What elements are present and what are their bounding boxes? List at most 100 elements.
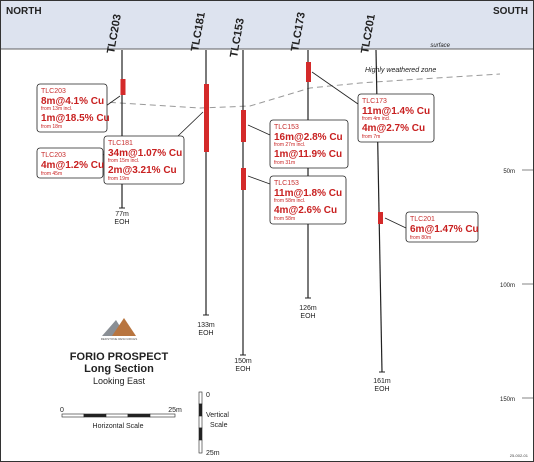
callout-tlc201: TLC201 6m@1.47% Cu from 80m [405,211,479,243]
eoh-label: EOH [300,313,315,320]
hscale-segment [61,413,85,418]
figure-reference: 25-002-01 [510,453,529,458]
vscale-segment [198,415,203,429]
callout-box [357,93,435,143]
callout-tlc181: TLC181 34m@1.07% Cu from 15m incl. 2m@3.… [103,135,185,185]
hscale-title: Horizontal Scale [93,423,144,430]
vertical-scale: 0 Vertical Scale 25m [198,391,229,457]
weathered-zone-label: Highly weathered zone [365,67,436,74]
end-depth-label: 150m [234,358,252,365]
vscale-title-2: Scale [210,422,228,429]
weathered-zone-boundary [39,73,501,109]
depth-axis: 50m 100m 150m [500,169,533,403]
title-line-2: Long Section [84,363,154,375]
callout-hole-id: TLC153 [274,124,299,131]
intercept-bar [378,212,383,224]
title-line-3: Looking East [93,376,146,386]
intercept-text: 4m@2.7% Cu [362,123,425,134]
intercept-from-text: from 58m incl. [274,198,305,204]
callout-hole-id: TLC181 [108,140,133,147]
intercept-from-text: from 58m [274,216,295,222]
drill-hole-tlc153: TLC153 150m EOH [228,17,252,373]
intercept-from-text: from 19m [108,176,129,182]
title-line-1: FORIO PROSPECT [70,351,169,363]
callout-tlc203-upper: TLC203 8m@4.1% Cu from 13m incl. 1m@18.5… [36,83,110,133]
hscale-segment [127,413,151,418]
intercept-from-text: from 18m [41,124,62,130]
company-logo: REDSTONE RESOURCES [101,318,137,341]
depth-tick-label: 50m [503,169,515,175]
intercept-text: 1m@11.9% Cu [274,149,342,160]
leader-line [247,175,271,185]
intercept-bar [120,79,126,95]
hscale-segment [149,413,176,418]
intercept-text: 8m@4.1% Cu [41,96,104,107]
horizontal-scale: 0 25m Horizontal Scale [60,407,182,430]
leader-line [177,111,204,137]
north-label: NORTH [6,6,42,17]
intercept-text: 34m@1.07% Cu [108,148,182,159]
depth-tick-label: 150m [500,397,515,403]
eoh-label: EOH [374,386,389,393]
hscale-start-label: 0 [60,407,64,414]
intercept-bar [306,62,311,82]
south-label: SOUTH [493,6,528,17]
vscale-end-label: 25m [206,450,220,457]
intercept-bar [204,84,209,152]
intercept-from-text: from 13m incl. [41,106,72,112]
leader-line [247,124,271,136]
intercept-text: 4m@2.6% Cu [274,205,337,216]
surface-label: surface [430,43,450,49]
vscale-start-label: 0 [206,392,210,399]
vscale-segment [198,391,203,405]
depth-tick-label: 100m [500,283,515,289]
intercept-text: 11m@1.8% Cu [274,188,342,199]
sky-band [1,1,533,49]
intercept-from-text: from 31m [274,160,295,166]
callout-box [405,211,479,243]
hscale-segment [83,413,107,418]
eoh-label: EOH [114,219,129,226]
hscale-segment [105,413,129,418]
callout-hole-id: TLC203 [41,152,66,159]
callout-box [36,147,104,179]
logo-mountain-right [112,318,136,336]
vscale-segment [198,403,203,417]
intercept-from-text: from 45m [41,171,62,177]
callout-box [103,135,185,185]
drill-hole-tlc181: TLC181 133m EOH [189,11,215,337]
callout-box [269,175,347,225]
callout-hole-id: TLC153 [274,180,299,187]
callout-hole-id: TLC173 [362,98,387,105]
logo-wordmark: REDSTONE RESOURCES [101,337,137,341]
vscale-title-1: Vertical [206,412,229,419]
intercept-text: 11m@1.4% Cu [362,106,430,117]
intercept-from-text: from 4m incl. [362,116,391,122]
vscale-segment [198,439,203,454]
intercept-text: 1m@18.5% Cu [41,113,110,124]
leader-line [311,71,359,105]
callout-tlc153-lower: TLC153 11m@1.8% Cu from 58m incl. 4m@2.6… [269,175,347,225]
callout-box [269,119,349,169]
eoh-label: EOH [235,366,250,373]
callout-tlc203-lower: TLC203 4m@1.2% Cu from 45m [36,147,104,179]
eoh-label: EOH [198,330,213,337]
intercept-from-text: from 80m [410,235,431,241]
intercept-bar [241,110,246,142]
end-depth-label: 133m [197,322,215,329]
intercept-bar [241,168,246,190]
intercept-text: 2m@3.21% Cu [108,165,177,176]
intercept-text: 4m@1.2% Cu [41,160,104,171]
intercept-text: 16m@2.8% Cu [274,132,343,143]
intercept-from-text: from 15m incl. [108,158,139,164]
hscale-end-label: 25m [168,407,182,414]
callout-hole-id: TLC203 [41,88,66,95]
callout-box [36,83,108,133]
callout-tlc153-upper: TLC153 16m@2.8% Cu from 27m incl. 1m@11.… [269,119,349,169]
callout-hole-id: TLC201 [410,216,435,223]
end-depth-label: 126m [299,305,317,312]
end-depth-label: 77m [115,211,129,218]
callout-tlc173: TLC173 11m@1.4% Cu from 4m incl. 4m@2.7%… [357,93,435,143]
